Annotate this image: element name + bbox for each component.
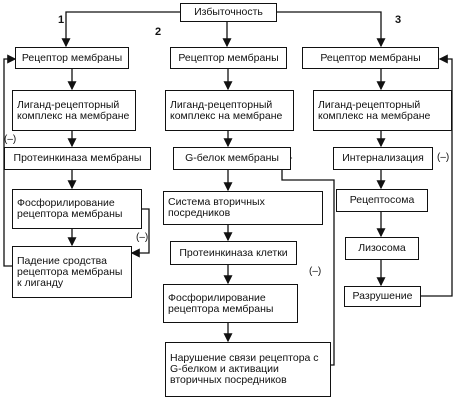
col1-ligand-receptor-complex: Лиганд-рецепторный комплекс на мембране — [12, 90, 136, 131]
col1-negative-feedback-sign-a: (–) — [4, 134, 17, 145]
branch-number-2: 2 — [155, 26, 162, 38]
col2-cell-protein-kinase: Протеинкиназа клетки — [170, 241, 297, 265]
col2-second-messenger-system: Система вторичных посредников — [163, 191, 323, 225]
col2-negative-feedback-sign: (–) — [309, 266, 322, 277]
col3-lysosome: Лизосома — [345, 237, 419, 260]
col1-membrane-protein-kinase: Протеинкиназа мембраны — [4, 147, 151, 170]
branch-number-1: 1 — [58, 14, 65, 26]
col1-receptor-phosphorylation: Фосфорилирование рецептора мембраны — [12, 189, 142, 229]
col3-internalization: Интернализация — [333, 147, 433, 170]
col3-receptosome: Рецептосома — [336, 189, 428, 212]
col2-membrane-receptor: Рецептор мембраны — [170, 47, 287, 69]
col3-ligand-receptor-complex: Лиганд-рецепторный комплекс на мембране — [313, 90, 452, 131]
col2-receptor-phosphorylation: Фосфорилирование рецептора мембраны — [163, 284, 298, 323]
root-node-redundancy: Избыточность — [180, 3, 277, 22]
branch-number-3: 3 — [395, 14, 402, 26]
col2-g-protein: G-белок мембраны — [173, 147, 291, 170]
col1-membrane-receptor: Рецептор мембраны — [15, 47, 129, 69]
col3-destruction: Разрушение — [344, 286, 421, 307]
col1-affinity-drop: Падение сродства рецептора мембраны к ли… — [12, 246, 132, 298]
col3-membrane-receptor: Рецептор мембраны — [302, 47, 439, 69]
col1-negative-feedback-sign-b: (–) — [136, 232, 149, 243]
col2-ligand-receptor-complex: Лиганд-рецепторный комплекс на мембране — [165, 90, 294, 131]
col3-negative-feedback-sign: (–) — [437, 152, 450, 163]
col2-g-protein-coupling-disruption: Нарушение связи рецептора с G-белком и а… — [165, 342, 331, 397]
